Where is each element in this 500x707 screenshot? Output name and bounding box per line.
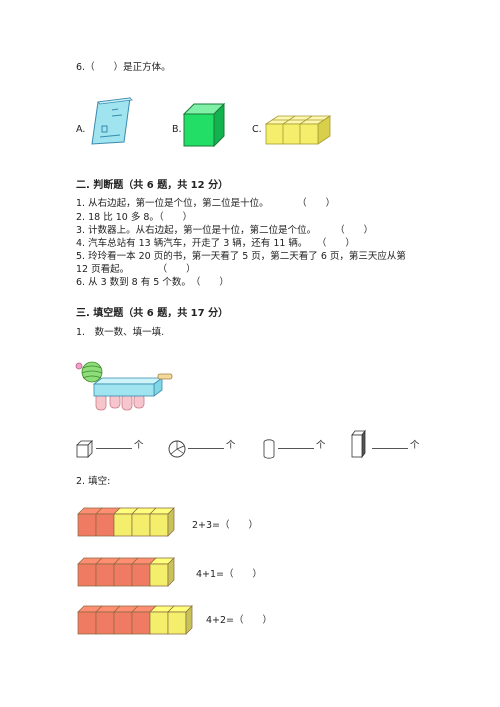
red-block-front — [113, 563, 133, 587]
count-blank-1[interactable] — [96, 448, 132, 449]
block-row-2-label: 4+1=（ ） — [196, 569, 263, 580]
block-row-1 — [77, 507, 175, 537]
judge-item-5b: 12 页看起。 （ ） — [76, 264, 196, 275]
judge-item-5a: 5. 玲玲看一本 20 页的书，第一天看了 5 页，第二天看了 6 页，第三天应… — [76, 251, 406, 262]
yellow-block-front — [113, 513, 133, 537]
red-block-front — [95, 611, 115, 635]
block-row-1-label: 2+3=（ ） — [192, 520, 259, 531]
sphere-icon — [168, 440, 186, 458]
yellow-block-front — [131, 513, 151, 537]
block-robot-figure — [75, 361, 173, 411]
count-blank-4[interactable] — [372, 448, 408, 449]
red-block-front — [95, 513, 115, 537]
notebook-box-icon — [91, 97, 133, 145]
yellow-block-front — [167, 611, 187, 635]
yellow-cuboid-icon — [264, 115, 332, 145]
red-block-front — [131, 611, 151, 635]
fill-q2-text: 2. 填空: — [76, 476, 111, 487]
count-blank-3[interactable] — [278, 448, 314, 449]
option-a-label: A. — [76, 124, 86, 135]
green-cube-icon — [182, 102, 226, 148]
fill-q1-text: 1. 数一数、填一填. — [76, 327, 165, 338]
tall-cuboid-icon — [351, 429, 366, 459]
cuboid-icon — [76, 440, 93, 458]
yellow-block-front — [149, 611, 169, 635]
yellow-block-front — [149, 513, 169, 537]
judge-item-4: 4. 汽车总站有 13 辆汽车，开走了 3 辆，还有 11 辆。 （ ） — [76, 238, 355, 249]
section3-heading: 三. 填空题（共 6 题，共 17 分） — [76, 308, 229, 319]
section2-heading: 二. 判断题（共 6 题，共 12 分） — [76, 180, 229, 191]
judge-item-1: 1. 从右边起，第一位是个位，第二位是十位。 （ ） — [76, 198, 336, 209]
block-row-3-label: 4+2=（ ） — [206, 615, 273, 626]
count-unit-2: 个 — [226, 440, 236, 451]
red-block-front — [113, 611, 133, 635]
count-blank-2[interactable] — [188, 448, 224, 449]
judge-item-6: 6. 从 3 数到 8 有 5 个数。 （ ） — [76, 277, 229, 288]
count-unit-4: 个 — [410, 440, 420, 451]
red-block-front — [131, 563, 151, 587]
red-block-front — [77, 513, 97, 537]
option-b-label: B. — [172, 124, 182, 135]
block-row-3 — [77, 605, 193, 635]
judge-item-3: 3. 计数器上。从右边起，第一位是十位，第二位是个位。 （ ） — [76, 225, 374, 236]
yellow-block-side — [185, 605, 193, 635]
yellow-block-front — [149, 563, 169, 587]
red-block-front — [77, 611, 97, 635]
yellow-block-side — [167, 557, 175, 587]
cylinder-icon — [263, 439, 275, 459]
option-c-label: C. — [252, 124, 262, 135]
red-block-front — [95, 563, 115, 587]
red-block-front — [77, 563, 97, 587]
q6-question: 6.（ ）是正方体。 — [76, 62, 171, 73]
yellow-block-side — [167, 507, 175, 537]
count-unit-3: 个 — [316, 440, 326, 451]
judge-item-2: 2. 18 比 10 多 8。（ ） — [76, 212, 193, 223]
count-unit-1: 个 — [134, 440, 144, 451]
block-row-2 — [77, 557, 175, 587]
